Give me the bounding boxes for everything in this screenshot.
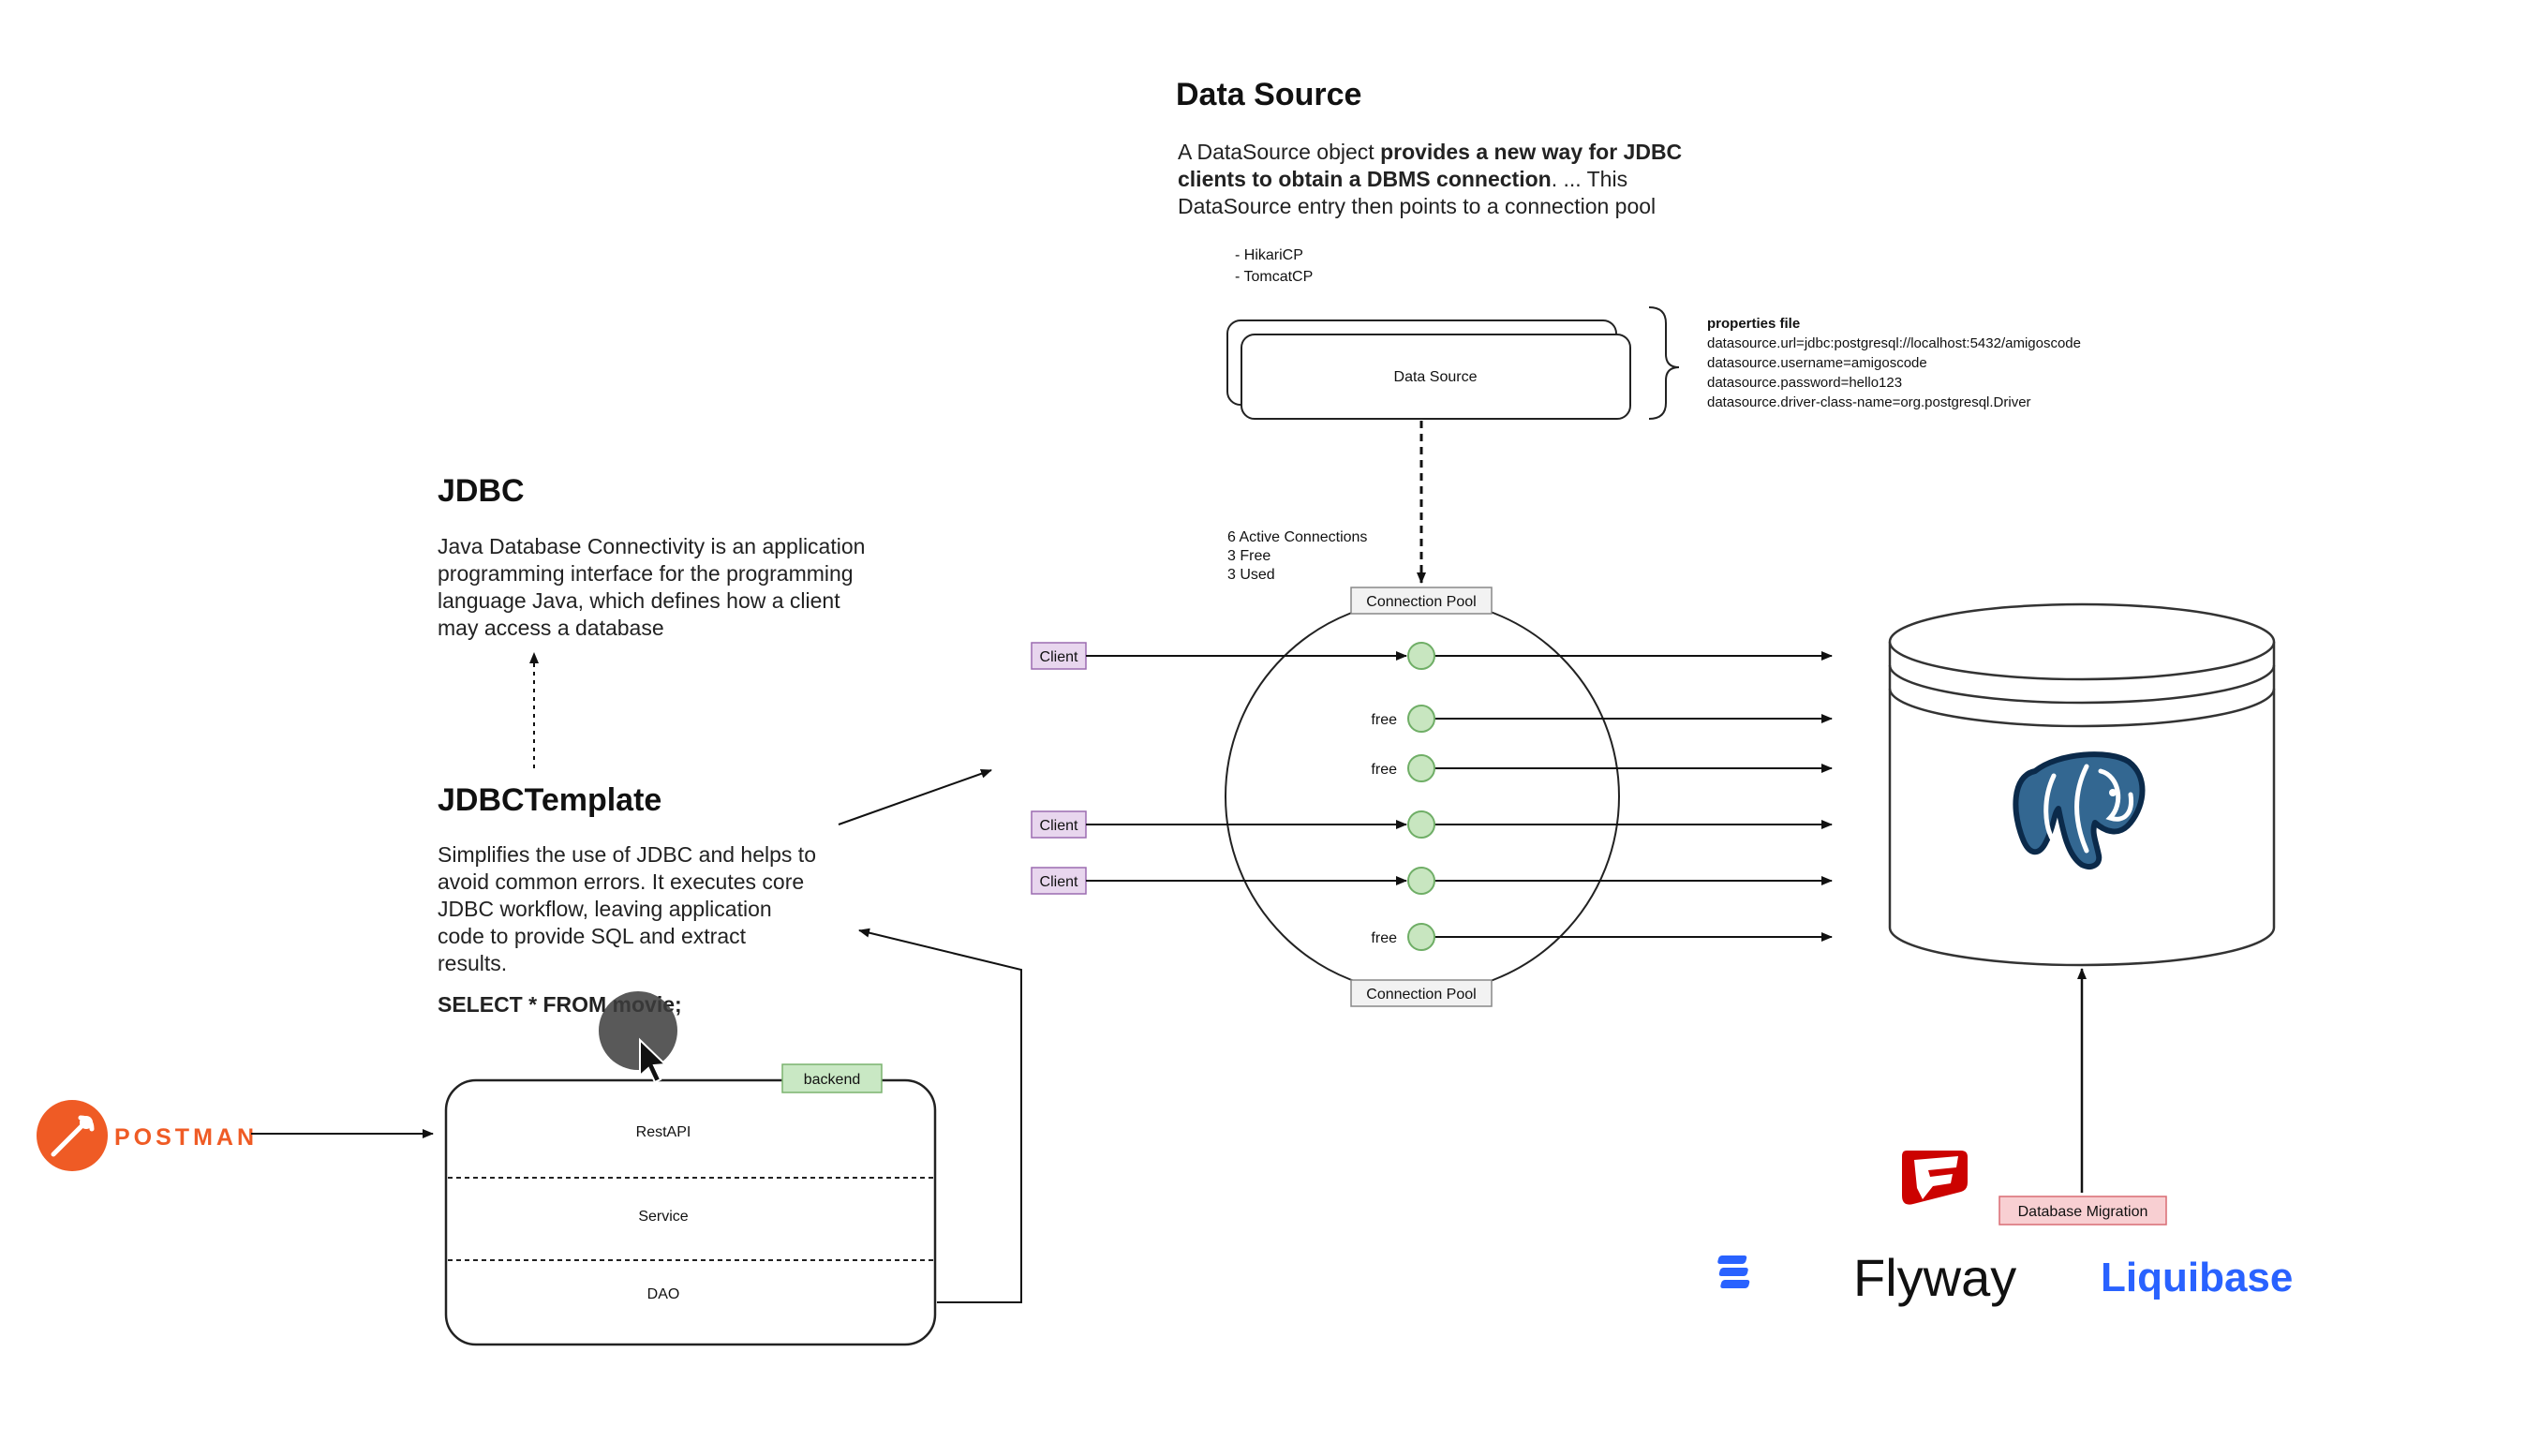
connection-node bbox=[1407, 923, 1435, 951]
data-source-desc-line1: A DataSource object provides a new way f… bbox=[1178, 140, 1682, 164]
jdbc-template-desc-line1: Simplifies the use of JDBC and helps to bbox=[438, 842, 816, 867]
jdbc-desc-line4: may access a database bbox=[438, 616, 664, 640]
properties-brace bbox=[1648, 306, 1680, 420]
pool-impl-tomcatcp: - TomcatCP bbox=[1235, 269, 1313, 285]
free-connection-label: free bbox=[1371, 930, 1397, 946]
liquibase-label: Liquibase bbox=[2101, 1255, 2293, 1300]
client-box bbox=[1031, 867, 1087, 895]
free-connection-label: free bbox=[1371, 712, 1397, 728]
flyway-label: Flyway bbox=[1853, 1248, 2016, 1307]
backend-box bbox=[444, 1078, 937, 1346]
pool-impl-hikaricp: - HikariCP bbox=[1235, 247, 1303, 263]
property-username: datasource.username=amigoscode bbox=[1707, 355, 1927, 371]
data-source-desc-line2: clients to obtain a DBMS connection. ...… bbox=[1178, 167, 1627, 191]
client-label: Client bbox=[1040, 818, 1078, 834]
data-source-box[interactable] bbox=[1241, 334, 1631, 420]
postman-label: POSTMAN bbox=[114, 1124, 258, 1151]
jdbc-desc-line2: programming interface for the programmin… bbox=[438, 561, 854, 586]
connection-node bbox=[1407, 810, 1435, 839]
dao-to-template-arrow bbox=[858, 928, 1022, 1303]
connection-node bbox=[1407, 754, 1435, 782]
backend-tag-label: backend bbox=[804, 1072, 861, 1088]
layer-service: Service bbox=[638, 1209, 688, 1225]
pool-stat-active: 6 Active Connections bbox=[1227, 529, 1367, 545]
jdbc-desc-line3: language Java, which defines how a clien… bbox=[438, 588, 840, 613]
jdbc-template-desc-line4: code to provide SQL and extract bbox=[438, 924, 747, 948]
pool-stat-used: 3 Used bbox=[1227, 567, 1275, 583]
template-to-pool-arrow bbox=[838, 768, 992, 825]
connection-pool-bottom-label: Connection Pool bbox=[1366, 987, 1476, 1003]
layer-dao: DAO bbox=[647, 1286, 680, 1302]
database-migration-label: Database Migration bbox=[2018, 1204, 2148, 1220]
flyway-logo: Flyway bbox=[1853, 1151, 2016, 1307]
connection-pool-top-label: Connection Pool bbox=[1366, 594, 1476, 610]
property-url: datasource.url=jdbc:postgresql://localho… bbox=[1707, 335, 2081, 351]
database-migration-tag bbox=[1999, 1196, 2167, 1226]
property-password: datasource.password=hello123 bbox=[1707, 375, 1902, 391]
layer-restapi: RestAPI bbox=[636, 1124, 691, 1140]
jdbc-title: JDBC bbox=[438, 473, 525, 509]
client-label: Client bbox=[1040, 874, 1078, 890]
jdbc-template-title: JDBCTemplate bbox=[438, 782, 661, 818]
property-driver: datasource.driver-class-name=org.postgre… bbox=[1707, 394, 2031, 410]
connection-node bbox=[1407, 705, 1435, 733]
properties-title: properties file bbox=[1707, 316, 1800, 332]
data-source-box-label: Data Source bbox=[1394, 369, 1478, 385]
liquibase-logo: Liquibase bbox=[1717, 1255, 2293, 1300]
connection-pool-bottom-tag bbox=[1350, 979, 1493, 1007]
connection-node bbox=[1407, 642, 1435, 670]
connection-pool-top-tag bbox=[1350, 587, 1493, 615]
jdbc-template-desc-line5: results. bbox=[438, 951, 507, 975]
jdbc-template-desc-line3: JDBC workflow, leaving application bbox=[438, 897, 772, 921]
data-source-title: Data Source bbox=[1176, 77, 1361, 112]
mouse-cursor bbox=[599, 991, 677, 1084]
client-label: Client bbox=[1040, 649, 1078, 665]
postgresql-elephant-icon bbox=[2013, 751, 2146, 869]
free-connection-label: free bbox=[1371, 762, 1397, 778]
pool-stat-free: 3 Free bbox=[1227, 548, 1270, 564]
data-source-desc-line3: DataSource entry then points to a connec… bbox=[1178, 194, 1656, 218]
postman-logo: POSTMAN bbox=[37, 1100, 258, 1171]
connection-node bbox=[1407, 867, 1435, 895]
client-box bbox=[1031, 810, 1087, 839]
jdbc-desc-line1: Java Database Connectivity is an applica… bbox=[438, 534, 865, 558]
jdbc-template-desc-line2: avoid common errors. It executes core bbox=[438, 869, 804, 894]
backend-tag bbox=[781, 1063, 883, 1093]
